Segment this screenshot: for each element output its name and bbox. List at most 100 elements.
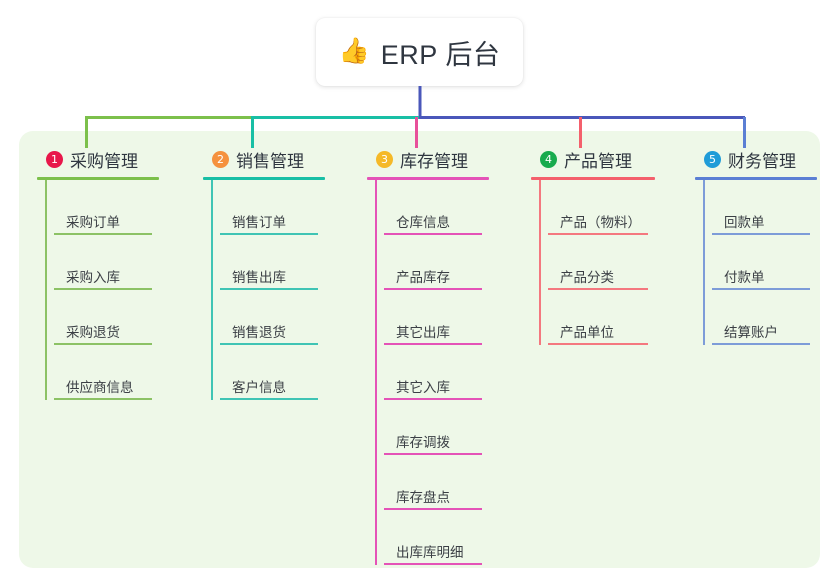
branch-item-label: 仓库信息 [396,215,450,230]
branch-item[interactable]: 结算账户 [712,290,817,345]
branch-item-underline [220,343,318,345]
branch-item-underline [384,398,482,400]
branch-item[interactable]: 销售订单 [220,180,325,235]
branch-number-badge: 5 [704,150,721,168]
branch-item-underline [54,288,152,290]
branch-item-label: 结算账户 [724,325,778,340]
branch-title: 财务管理 [728,151,796,171]
branch-item[interactable]: 产品（物料） [548,180,655,235]
branch-item[interactable]: 付款单 [712,235,817,290]
branch-item[interactable]: 仓库信息 [384,180,489,235]
branch-item[interactable]: 产品分类 [548,235,655,290]
branch-item-label: 产品分类 [560,270,614,285]
branch-underline [695,177,817,180]
branch-item[interactable]: 采购退货 [54,290,159,345]
branch-item-list: 产品（物料） 产品分类产品单位 [531,180,655,345]
branch-underline [531,177,655,180]
branch-spine [375,180,377,565]
branch-item[interactable]: 其它出库 [384,290,489,345]
branch-item-list: 仓库信息产品库存其它出库其它入库库存调拨库存盘点出库库明细 [367,180,489,565]
branch-spine [703,180,705,345]
branch-column-4: 4 产品管理产品（物料） 产品分类产品单位 [531,146,655,345]
branch-item-label: 库存调拨 [396,435,450,450]
branch-item-underline [220,233,318,235]
branch-item-label: 采购订单 [66,215,120,230]
branch-item-list: 回款单付款单结算账户 [695,180,817,345]
branch-item[interactable]: 销售退货 [220,290,325,345]
branch-item-label: 采购退货 [66,325,120,340]
branch-spine [539,180,541,345]
branch-item-underline [548,233,648,235]
branch-spine [211,180,213,400]
branch-header-5[interactable]: 5 财务管理 [695,146,817,172]
branch-item[interactable]: 库存调拨 [384,400,489,455]
branch-item[interactable]: 采购订单 [54,180,159,235]
branch-item[interactable]: 采购入库 [54,235,159,290]
branch-item[interactable]: 客户信息 [220,345,325,400]
branch-header-2[interactable]: 2 销售管理 [203,146,325,172]
branch-item[interactable]: 出库库明细 [384,510,489,565]
branch-number-badge: 2 [212,150,229,168]
branch-header-4[interactable]: 4 产品管理 [531,146,655,172]
branch-item-label: 产品（物料） [560,215,641,230]
branch-item-underline [384,563,482,565]
branch-item-underline [220,288,318,290]
branch-item-label: 产品单位 [560,325,614,340]
branch-item-underline [54,343,152,345]
branch-title: 产品管理 [564,151,632,171]
branch-underline [203,177,325,180]
branch-item-underline [712,233,810,235]
branch-item[interactable]: 供应商信息 [54,345,159,400]
branch-item-label: 产品库存 [396,270,450,285]
branch-item-underline [384,288,482,290]
branch-column-2: 2 销售管理销售订单销售出库销售退货客户信息 [203,146,325,400]
branch-item-underline [548,343,648,345]
branch-item-underline [220,398,318,400]
branch-item[interactable]: 销售出库 [220,235,325,290]
branch-underline [367,177,489,180]
branch-item-label: 销售退货 [232,325,286,340]
branch-item-underline [548,288,648,290]
root-title: ERP 后台 [380,39,501,70]
branch-item-underline [712,343,810,345]
branch-item-label: 采购入库 [66,270,120,285]
branch-underline [37,177,159,180]
branch-item-underline [384,453,482,455]
branch-number-badge: 3 [376,150,393,168]
branch-number-badge: 4 [540,150,557,168]
branch-spine [45,180,47,400]
branch-number-badge: 1 [46,150,63,168]
branch-item-list: 采购订单采购入库采购退货供应商信息 [37,180,159,400]
branch-item[interactable]: 库存盘点 [384,455,489,510]
branch-column-5: 5 财务管理回款单付款单结算账户 [695,146,817,345]
branch-item-underline [712,288,810,290]
branch-item[interactable]: 产品单位 [548,290,655,345]
branch-item[interactable]: 回款单 [712,180,817,235]
branch-item[interactable]: 其它入库 [384,345,489,400]
thumbs-up-icon: 👍 [338,36,370,65]
branch-item-list: 销售订单销售出库销售退货客户信息 [203,180,325,400]
branch-item-label: 出库库明细 [396,545,464,560]
branch-item-underline [384,508,482,510]
branch-item-label: 库存盘点 [396,490,450,505]
branch-item-label: 客户信息 [232,380,286,395]
branch-item-label: 回款单 [724,215,765,230]
branch-item-label: 销售出库 [232,270,286,285]
branch-item-underline [384,343,482,345]
branch-item-underline [54,233,152,235]
branch-item-label: 销售订单 [232,215,286,230]
branch-item-label: 付款单 [724,270,765,285]
branch-item-underline [384,233,482,235]
branch-item-label: 其它出库 [396,325,450,340]
branch-item-label: 供应商信息 [66,380,134,395]
root-node[interactable]: 👍 ERP 后台 [316,18,523,86]
branch-item-underline [54,398,152,400]
branch-item-label: 其它入库 [396,380,450,395]
branch-item[interactable]: 产品库存 [384,235,489,290]
branch-title: 销售管理 [236,151,304,171]
